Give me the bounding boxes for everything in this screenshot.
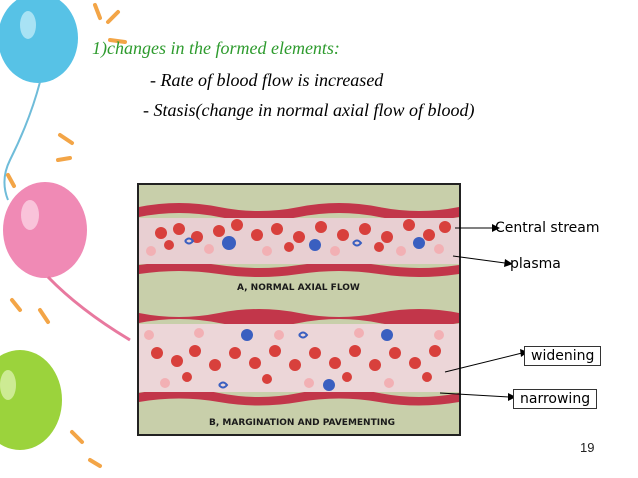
bullet-stasis: - Stasis(change in normal axial flow of … xyxy=(143,100,475,120)
label-widening: widening xyxy=(524,346,602,366)
blood-flow-figure: A, NORMAL AXIAL FLOW B, MARGINATION AND … xyxy=(137,183,461,436)
vessel-illustration xyxy=(139,203,459,406)
bullet-rate-of-flow: - Rate of blood flow is increased xyxy=(150,70,384,90)
label-narrowing: narrowing xyxy=(513,389,598,409)
page-number: 19 xyxy=(580,440,595,455)
balloon-decoration xyxy=(0,0,131,468)
caption-margination: B, MARGINATION AND PAVEMENTING xyxy=(209,418,395,428)
slide-heading: 1)changes in the formed elements: xyxy=(92,38,340,58)
label-central-stream: Central stream xyxy=(495,220,600,236)
caption-normal-axial-flow: A, NORMAL AXIAL FLOW xyxy=(237,283,360,293)
label-plasma: plasma xyxy=(510,256,561,272)
